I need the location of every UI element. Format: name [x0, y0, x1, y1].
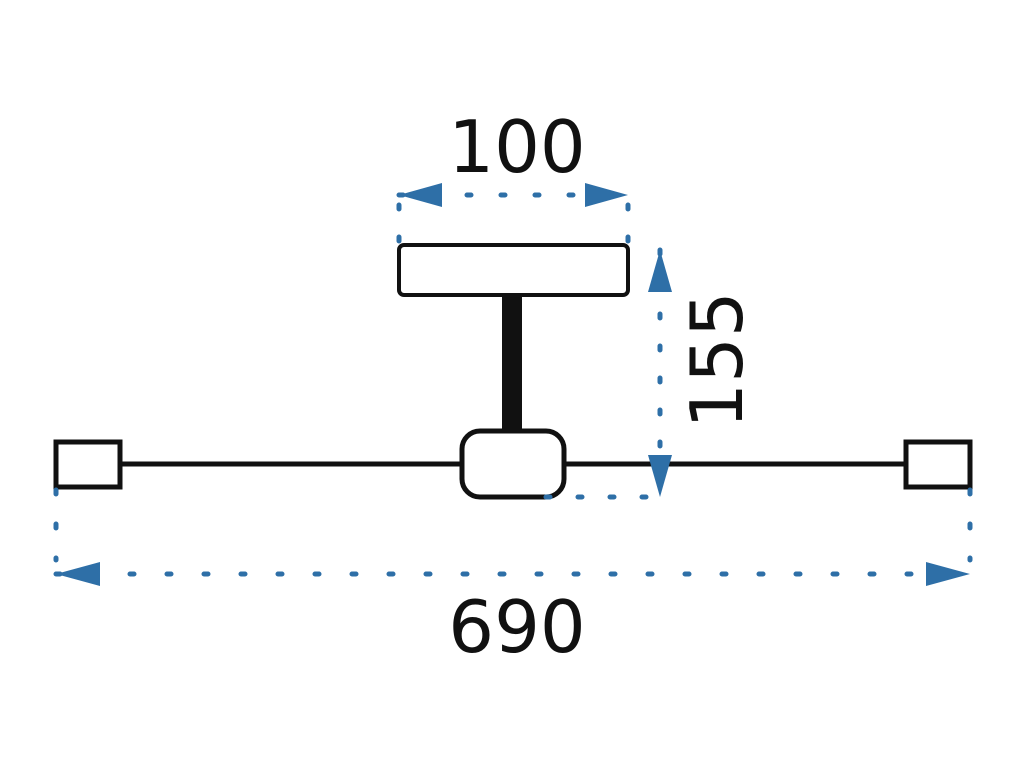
- total-width-left-arrow: [56, 562, 100, 586]
- total-width-dimension: [53, 487, 973, 586]
- total-width-right-arrow: [926, 562, 970, 586]
- central-hub: [459, 428, 567, 500]
- height-top-arrow: [648, 250, 672, 292]
- top-width-left-arrow: [399, 183, 442, 207]
- top-width-label: 100: [448, 105, 585, 189]
- right-light-head: [903, 439, 973, 490]
- total-width-label: 690: [448, 585, 585, 669]
- vertical-stem: [502, 295, 522, 435]
- height-dimension: [543, 247, 672, 500]
- ceiling-canopy: [397, 243, 630, 297]
- height-label: 155: [675, 291, 759, 428]
- top-width-right-arrow: [585, 183, 628, 207]
- top-width-dimension: [396, 183, 631, 248]
- left-light-head: [53, 439, 123, 490]
- height-bottom-arrow: [648, 455, 672, 497]
